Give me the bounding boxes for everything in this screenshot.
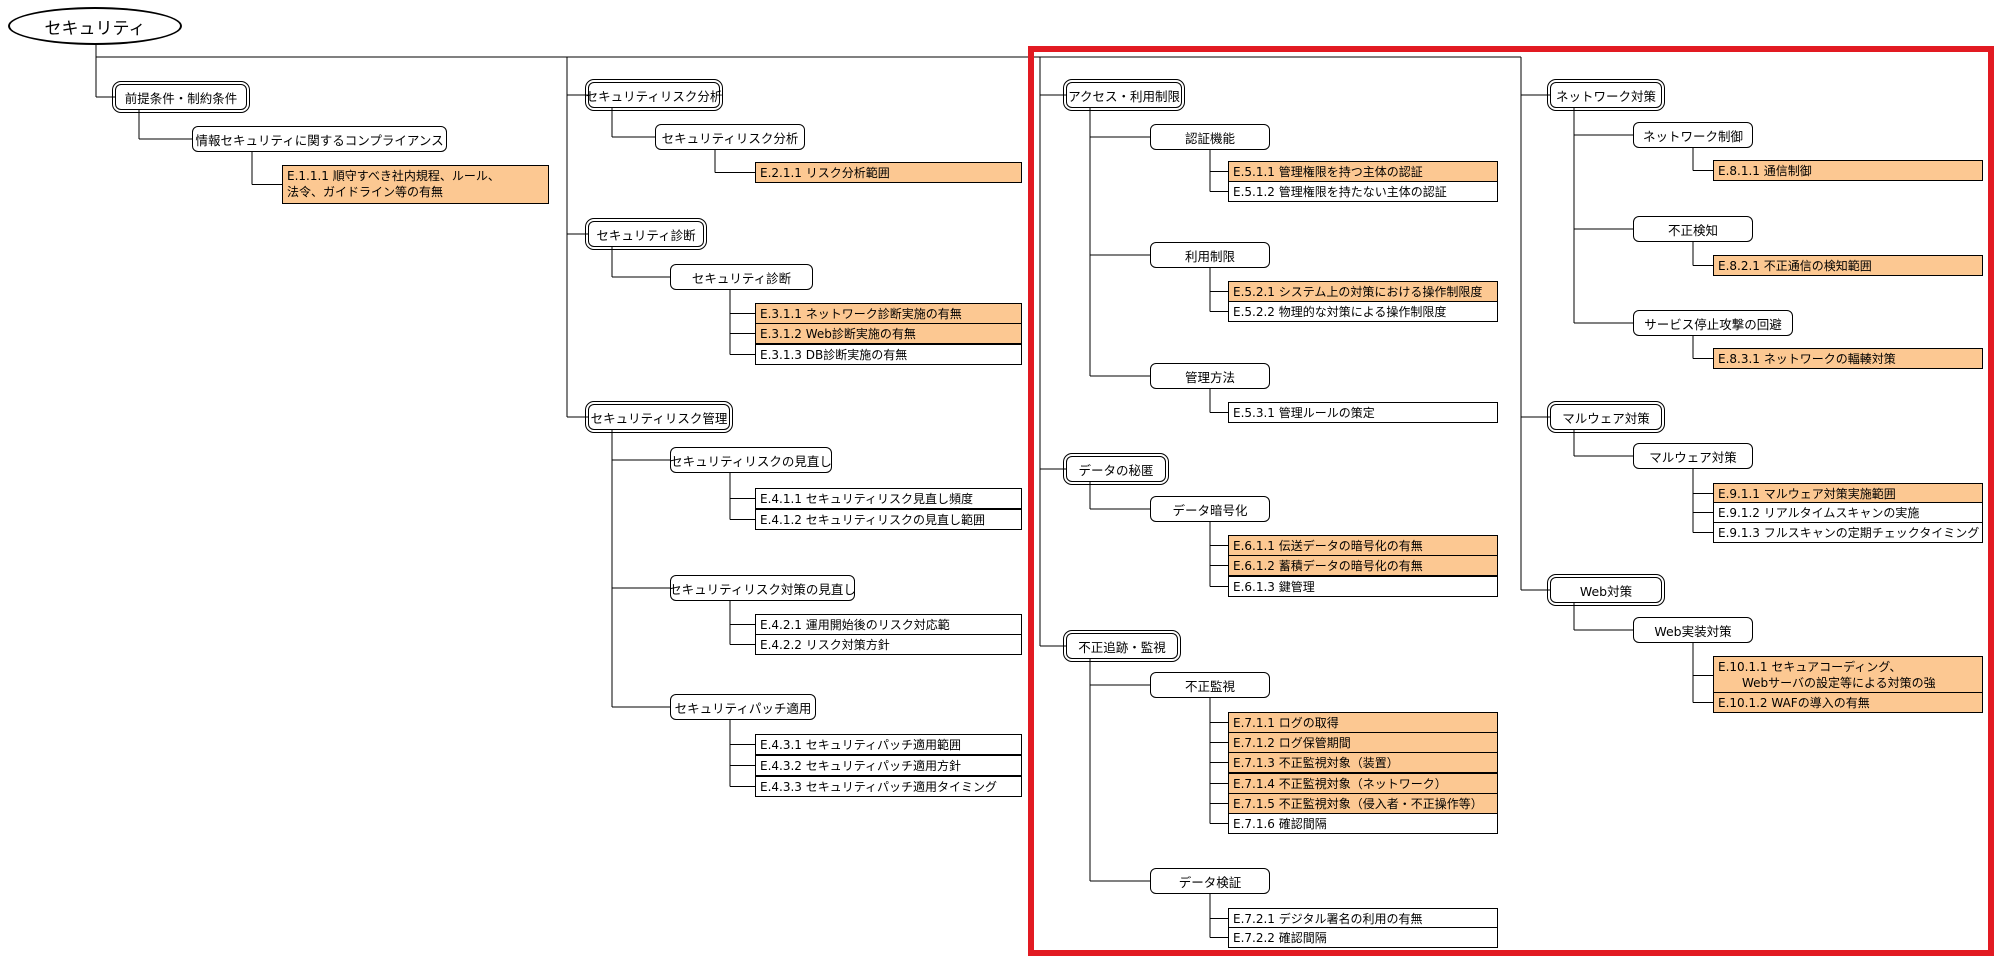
category-node: 不正追跡・監視 <box>1063 630 1181 662</box>
category-node: セキュリティリスク管理 <box>585 401 733 433</box>
requirement-item: E.8.1.1 通信制御 <box>1713 160 1983 181</box>
requirement-item: E.7.1.2 ログ保管期間 <box>1228 732 1498 753</box>
requirement-item: E.8.3.1 ネットワークの輻輳対策 <box>1713 348 1983 369</box>
requirement-item: E.6.1.1 伝送データの暗号化の有無 <box>1228 535 1498 556</box>
subcategory-node: 不正検知 <box>1633 216 1753 242</box>
requirement-item: E.4.1.2 セキュリティリスクの見直し範囲 <box>755 509 1022 530</box>
category-node: マルウェア対策 <box>1547 401 1665 433</box>
requirement-item: E.4.3.1 セキュリティパッチ適用範囲 <box>755 734 1022 755</box>
category-node: セキュリティリスク分析 <box>585 79 723 111</box>
requirement-item: E.10.1.2 WAFの導入の有無 <box>1713 692 1983 713</box>
subcategory-node: セキュリティパッチ適用 <box>670 694 816 720</box>
root-node: セキュリティ <box>8 7 182 45</box>
category-node: 前提条件・制約条件 <box>112 81 250 113</box>
category-node: データの秘匿 <box>1063 453 1169 485</box>
requirement-item: E.3.1.3 DB診断実施の有無 <box>755 344 1022 365</box>
highlight-frame <box>1028 46 1994 956</box>
subcategory-node: セキュリティリスク分析 <box>655 124 805 150</box>
requirement-item: E.1.1.1 順守すべき社内規程、ルール、 法令、ガイドライン等の有無 <box>282 165 549 204</box>
requirement-item: E.7.1.6 確認間隔 <box>1228 813 1498 834</box>
requirement-item: E.9.1.2 リアルタイムスキャンの実施 <box>1713 502 1983 523</box>
requirement-item: E.4.1.1 セキュリティリスク見直し頻度 <box>755 488 1022 509</box>
requirement-item: E.3.1.2 Web診断実施の有無 <box>755 323 1022 344</box>
subcategory-node: セキュリティリスクの見直し <box>670 447 832 473</box>
category-node: アクセス・利用制限 <box>1063 79 1185 111</box>
subcategory-node: 不正監視 <box>1150 672 1270 698</box>
subcategory-node: 情報セキュリティに関するコンプライアンス <box>192 126 447 152</box>
category-node: セキュリティ診断 <box>585 218 707 250</box>
requirement-item: E.8.2.1 不正通信の検知範囲 <box>1713 255 1983 276</box>
requirement-item: E.9.1.1 マルウェア対策実施範囲 <box>1713 483 1983 504</box>
requirement-item: E.6.1.2 蓄積データの暗号化の有無 <box>1228 555 1498 576</box>
requirement-item: E.4.2.2 リスク対策方針 <box>755 634 1022 655</box>
category-node: ネットワーク対策 <box>1547 79 1665 111</box>
requirement-item: E.4.3.3 セキュリティパッチ適用タイミング <box>755 776 1022 797</box>
requirement-item: E.9.1.3 フルスキャンの定期チェックタイミング <box>1713 522 1983 543</box>
requirement-item: E.7.2.2 確認間隔 <box>1228 927 1498 948</box>
subcategory-node: データ暗号化 <box>1150 496 1270 522</box>
subcategory-node: ネットワーク制御 <box>1633 122 1753 148</box>
subcategory-node: 利用制限 <box>1150 242 1270 268</box>
requirement-item: E.7.1.3 不正監視対象（装置） <box>1228 752 1498 773</box>
subcategory-node: サービス停止攻撃の回避 <box>1633 310 1793 336</box>
requirement-item: E.5.1.2 管理権限を持たない主体の認証 <box>1228 181 1498 202</box>
subcategory-node: セキュリティリスク対策の見直し <box>669 575 856 601</box>
subcategory-node: 認証機能 <box>1150 124 1270 150</box>
requirement-item: E.5.1.1 管理権限を持つ主体の認証 <box>1228 161 1498 182</box>
requirement-item: E.4.3.2 セキュリティパッチ適用方針 <box>755 755 1022 776</box>
requirement-item: E.4.2.1 運用開始後のリスク対応範 <box>755 614 1022 635</box>
requirement-item: E.7.1.4 不正監視対象（ネットワーク） <box>1228 773 1498 794</box>
subcategory-node: マルウェア対策 <box>1633 443 1753 469</box>
subcategory-node: セキュリティ診断 <box>670 264 813 290</box>
subcategory-node: データ検証 <box>1150 868 1270 894</box>
category-node: Web対策 <box>1547 574 1665 606</box>
requirement-item: E.5.3.1 管理ルールの策定 <box>1228 402 1498 423</box>
requirement-item: E.6.1.3 鍵管理 <box>1228 576 1498 597</box>
subcategory-node: Web実装対策 <box>1633 617 1753 643</box>
subcategory-node: 管理方法 <box>1150 363 1270 389</box>
requirement-item: E.5.2.2 物理的な対策による操作制限度 <box>1228 301 1498 322</box>
requirement-item: E.2.1.1 リスク分析範囲 <box>755 162 1022 183</box>
requirement-item: E.3.1.1 ネットワーク診断実施の有無 <box>755 303 1022 324</box>
